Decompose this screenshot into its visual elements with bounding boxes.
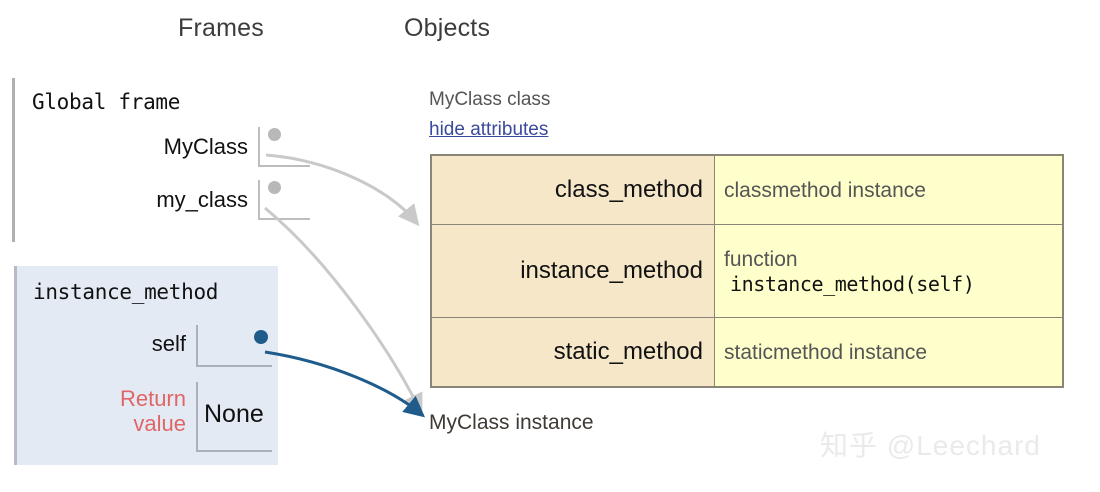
instance-method-frame-title: instance_method — [33, 280, 219, 304]
attr-value-type-text: function — [724, 247, 798, 271]
frame-return-value-text: None — [204, 400, 264, 428]
return-label-line2: value — [133, 411, 186, 436]
attr-value-class-method: classmethod instance — [714, 154, 1064, 225]
attr-key-class-method: class_method — [430, 154, 715, 225]
table-row: instance_method function instance_method… — [430, 224, 1064, 318]
pointer-dot-icon — [254, 330, 268, 344]
watermark: 知乎 @Leechard — [820, 430, 1041, 461]
frame-return-value-slot: None — [196, 382, 272, 452]
global-frame: Global frame — [12, 78, 280, 242]
frame-var-self-label: self — [151, 331, 186, 356]
attr-value-instance-method: function instance_method(self) — [714, 224, 1064, 318]
frame-var-self-slot — [196, 325, 272, 367]
pointer-dot-icon — [268, 181, 281, 194]
pointer-dot-icon — [268, 128, 281, 141]
hide-attributes-link[interactable]: hide attributes — [429, 119, 549, 140]
attr-value-text: staticmethod instance — [724, 340, 928, 364]
table-row: static_method staticmethod instance — [430, 317, 1064, 388]
attr-value-text: classmethod instance — [724, 178, 926, 202]
attr-key-instance-method: instance_method — [430, 224, 715, 318]
global-var-my-class-slot — [258, 180, 310, 220]
attr-value-signature-text: instance_method(self) — [730, 271, 975, 296]
global-var-myclass: MyClass — [98, 125, 310, 169]
global-frame-title: Global frame — [32, 90, 181, 114]
class-object-label: MyClass class — [429, 89, 551, 110]
global-var-my-class-label: my_class — [156, 187, 248, 212]
objects-column-heading: Objects — [404, 14, 491, 42]
frame-return-value-label: Return value — [66, 382, 196, 436]
frames-column: Global frame MyClass my_class instance_m… — [0, 0, 420, 492]
frame-return-value: Return value None — [66, 382, 272, 452]
class-attributes-table: class_method classmethod instance instan… — [430, 154, 1064, 388]
global-var-my-class: my_class — [98, 178, 310, 222]
attr-value-static-method: staticmethod instance — [714, 317, 1064, 388]
frames-column-heading: Frames — [178, 14, 264, 42]
frame-var-self: self — [96, 325, 272, 367]
table-row: class_method classmethod instance — [430, 154, 1064, 225]
global-var-myclass-label: MyClass — [163, 134, 248, 159]
return-label-line1: Return — [119, 386, 186, 411]
global-var-myclass-slot — [258, 127, 310, 167]
instance-object-label: MyClass instance — [429, 411, 594, 434]
attr-key-static-method: static_method — [430, 317, 715, 388]
